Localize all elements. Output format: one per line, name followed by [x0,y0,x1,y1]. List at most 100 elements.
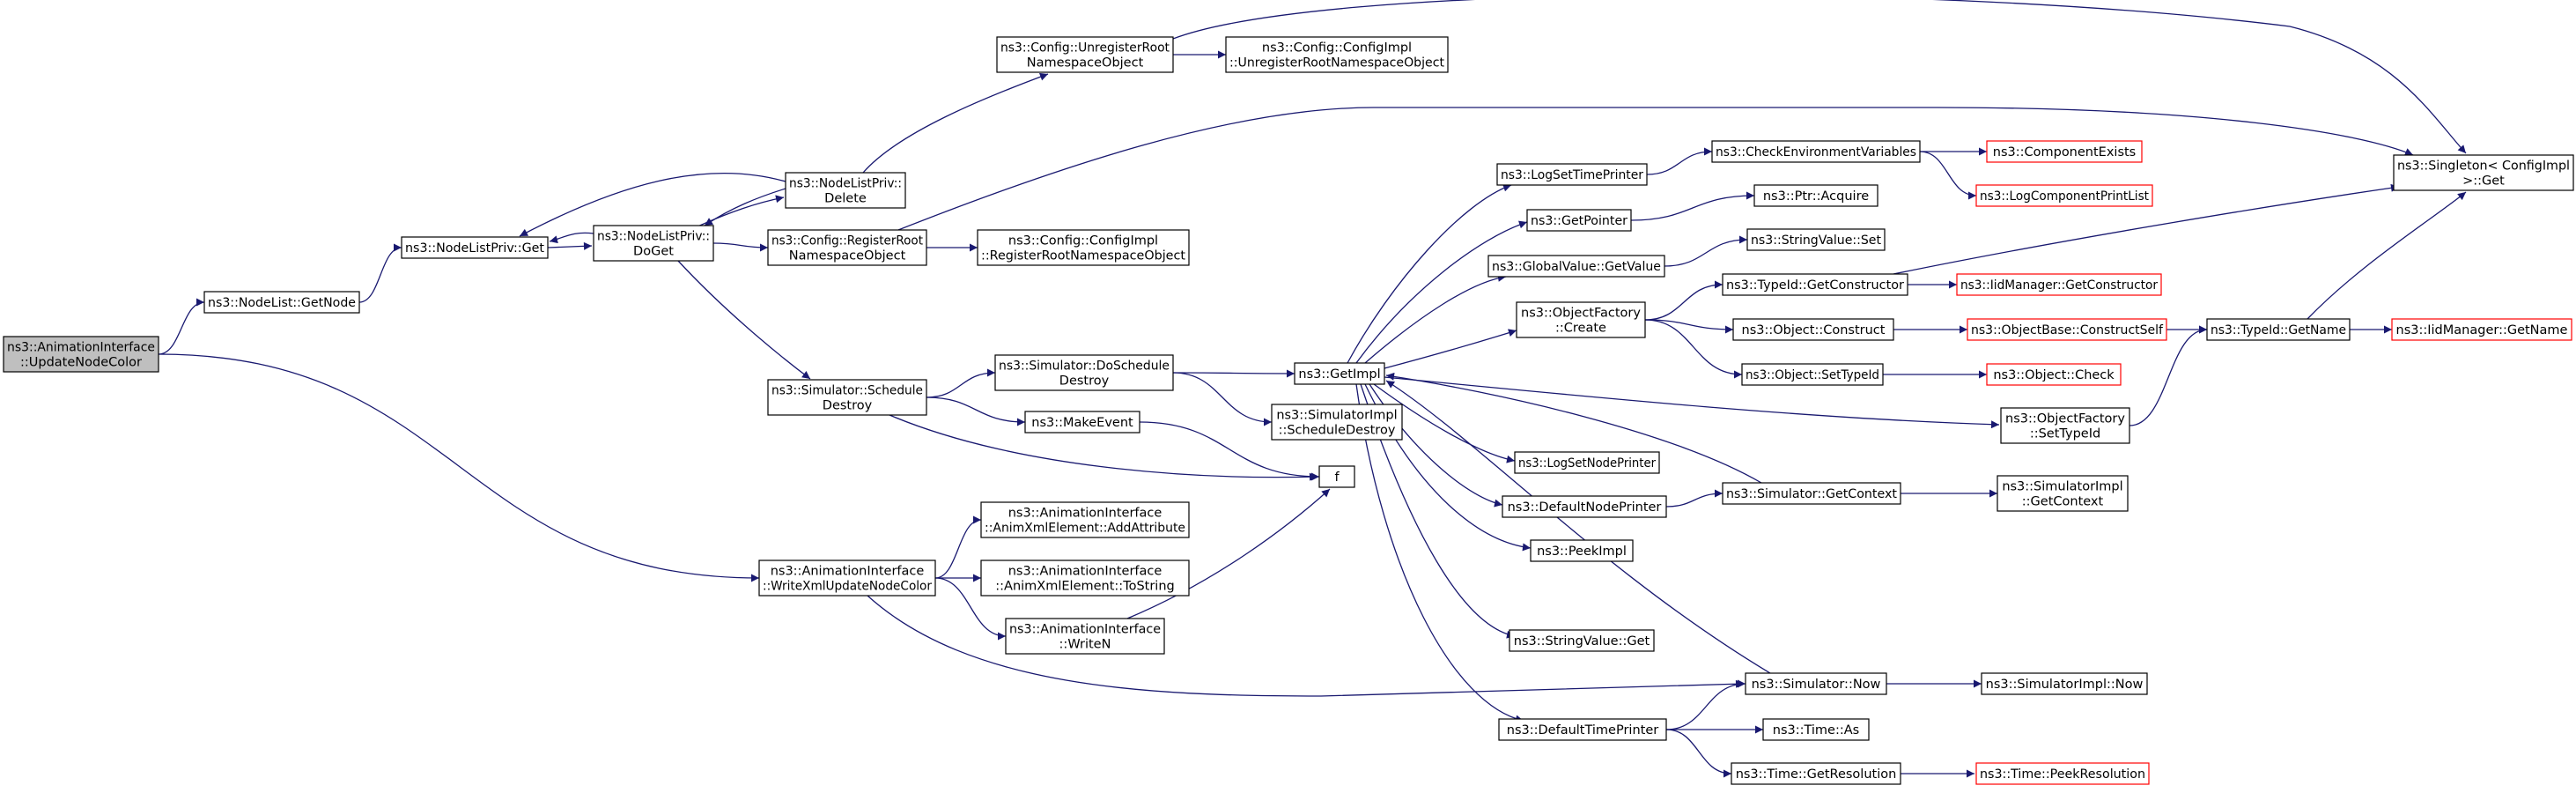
node-label: ns3::GetPointer [1531,214,1628,228]
node-typeid_getconstructor[interactable]: ns3::TypeId::GetConstructor [1722,273,1908,296]
node-ai_addattr[interactable]: ns3::AnimationInterface::AnimXmlElement:… [980,501,1190,538]
node-checkenv[interactable]: ns3::CheckEnvironmentVariables [1711,140,1921,163]
node-box [1762,718,1870,741]
node-sim_getcontext[interactable]: ns3::Simulator::GetContext [1722,482,1901,505]
node-stringvalue_set[interactable]: ns3::StringValue::Set [1746,228,1886,251]
node-ai_tostring[interactable]: ns3::AnimationInterface::AnimXmlElement:… [980,560,1190,597]
node-label: ns3::Simulator::Schedule [771,384,923,398]
edge-cfg_unreg-to-singleton_get [1172,0,2467,154]
node-object_check[interactable]: ns3::Object::Check [1986,363,2122,386]
node-ptr_acquire[interactable]: ns3::Ptr::Acquire [1753,184,1878,207]
node-nlp_doget[interactable]: ns3::NodeListPriv::DoGet [593,225,714,262]
node-time_as[interactable]: ns3::Time::As [1762,718,1870,741]
node-cfgimpl_unreg[interactable]: ns3::Config::ConfigImpl::UnregisterRootN… [1225,36,1449,73]
node-root[interactable]: ns3::AnimationInterface::UpdateNodeColor [3,336,159,373]
node-componentexists[interactable]: ns3::ComponentExists [1986,140,2143,163]
node-box [977,229,1190,266]
node-label: Delete [824,192,867,206]
edge-sim_dosched_destroy-to-simimpl_sched_destroy [1172,372,1273,426]
node-nodelist_getnode[interactable]: ns3::NodeList::GetNode [203,291,360,314]
node-box [2206,318,2351,341]
edge-defaulttimeprinter-to-time_getresolution [1665,729,1732,778]
node-objectfactory_settypeid[interactable]: ns3::ObjectFactory::SetTypeId [2000,407,2130,444]
edge-sim_sched_destroy-to-makeevent [926,396,1026,426]
node-getpointer[interactable]: ns3::GetPointer [1526,209,1632,232]
node-nlp_get[interactable]: ns3::NodeListPriv::Get [401,236,549,259]
node-label: ns3::NodeListPriv:: [789,177,902,191]
node-sim_sched_destroy[interactable]: ns3::Simulator::ScheduleDestroy [767,379,927,416]
node-label: ::WriteN [1059,638,1111,652]
node-singleton_get[interactable]: ns3::Singleton< ConfigImpl>::Get [2393,154,2574,191]
node-box [785,172,906,209]
node-logsettimeprinter[interactable]: ns3::LogSetTimePrinter [1496,163,1648,186]
node-box [1981,672,2148,695]
node-stringvalue_get[interactable]: ns3::StringValue::Get [1509,629,1655,652]
node-label: ns3::MakeEvent [1031,416,1133,430]
node-label: ns3::Object::Check [1993,368,2115,382]
node-box [1502,495,1667,518]
node-label: ns3::CheckEnvironmentVariables [1716,145,1916,159]
node-object_construct[interactable]: ns3::Object::Construct [1732,318,1894,341]
node-label: ns3::IidManager::GetConstructor [1960,278,2158,293]
node-simimpl_sched_destroy[interactable]: ns3::SimulatorImpl::ScheduleDestroy [1271,404,1403,441]
node-nlp_delete[interactable]: ns3::NodeListPriv::Delete [785,172,906,209]
node-box [1711,140,1921,163]
node-objectfactory_create[interactable]: ns3::ObjectFactory::Create [1516,301,1646,338]
node-label: ns3::Object::Construct [1742,323,1886,337]
node-box [994,354,1174,391]
node-label: ns3::NodeListPriv:: [597,230,710,244]
node-label: >::Get [2462,174,2505,189]
node-box [1509,629,1655,652]
node-logsetnodeprinter[interactable]: ns3::LogSetNodePrinter [1514,451,1660,474]
node-box [1498,718,1667,741]
node-box [1530,539,1634,562]
node-iidmanager_getconstructor[interactable]: ns3::IidManager::GetConstructor [1956,273,2162,296]
node-label: ns3::ObjectBase::ConstructSelf [1971,323,2164,337]
node-objectbase_constructself[interactable]: ns3::ObjectBase::ConstructSelf [1967,318,2167,341]
edge-nlp_delete-to-cfg_unreg [862,72,1049,174]
node-time_peekresolution[interactable]: ns3::Time::PeekResolution [1975,762,2150,785]
edge-sim_dosched_destroy-to-getimpl [1172,369,1295,378]
node-logcomponentprintlist[interactable]: ns3::LogComponentPrintList [1975,184,2153,207]
edge-objectfactory_create-to-object_settypeid [1644,319,1743,379]
node-typeid_getname[interactable]: ns3::TypeId::GetName [2206,318,2351,341]
node-box [1294,362,1385,385]
node-sim_now[interactable]: ns3::Simulator::Now [1745,672,1887,695]
edge-typeid_getname-to-singleton_get [2307,191,2467,320]
node-label: ns3::ObjectFactory [2005,412,2125,426]
node-cfgimpl_reg[interactable]: ns3::Config::ConfigImpl::RegisterRootNam… [977,229,1190,266]
node-simimpl_now[interactable]: ns3::SimulatorImpl::Now [1981,672,2148,695]
node-label: ns3::AnimationInterface [1008,565,1163,579]
edge-sim_sched_destroy-to-f [889,414,1318,481]
node-box [1487,255,1665,278]
node-ai_writen[interactable]: ns3::AnimationInterface::WriteN [1005,618,1165,655]
node-label: ns3::TypeId::GetConstructor [1726,278,1904,293]
node-label: ns3::Config::ConfigImpl [1008,234,1158,248]
node-f[interactable]: f [1318,465,1355,488]
node-time_getresolution[interactable]: ns3::Time::GetResolution [1731,762,1901,785]
node-label: ns3::NodeList::GetNode [208,296,356,310]
node-defaulttimeprinter[interactable]: ns3::DefaultTimePrinter [1498,718,1667,741]
node-label: ns3::Simulator::GetContext [1726,487,1897,501]
node-label: ns3::AnimationInterface [1009,623,1161,637]
node-box [1516,301,1646,338]
node-globalvalue_getvalue[interactable]: ns3::GlobalValue::GetValue [1487,255,1665,278]
node-ai_writexml[interactable]: ns3::AnimationInterface::WriteXmlUpdateN… [758,560,936,597]
node-peekimpl[interactable]: ns3::PeekImpl [1530,539,1634,562]
node-label: NamespaceObject [789,249,906,263]
node-getimpl[interactable]: ns3::GetImpl [1294,362,1385,385]
node-defaultnodeprinter[interactable]: ns3::DefaultNodePrinter [1502,495,1667,518]
node-iidmanager_getname[interactable]: ns3::IidManager::GetName [2391,318,2572,341]
node-label: ns3::Object::SetTypeId [1746,368,1879,382]
node-cfg_reg[interactable]: ns3::Config::RegisterRootNamespaceObject [767,229,927,266]
node-cfg_unreg[interactable]: ns3::Config::UnregisterRootNamespaceObje… [996,36,1174,73]
node-simimpl_getcontext[interactable]: ns3::SimulatorImpl::GetContext [1997,475,2129,512]
node-label: Destroy [1059,374,1110,389]
node-makeevent[interactable]: ns3::MakeEvent [1024,411,1140,434]
node-box [1975,762,2150,785]
edge-makeevent-to-f [1139,421,1320,481]
node-object_settypeid[interactable]: ns3::Object::SetTypeId [1741,363,1884,386]
node-box [401,236,549,259]
